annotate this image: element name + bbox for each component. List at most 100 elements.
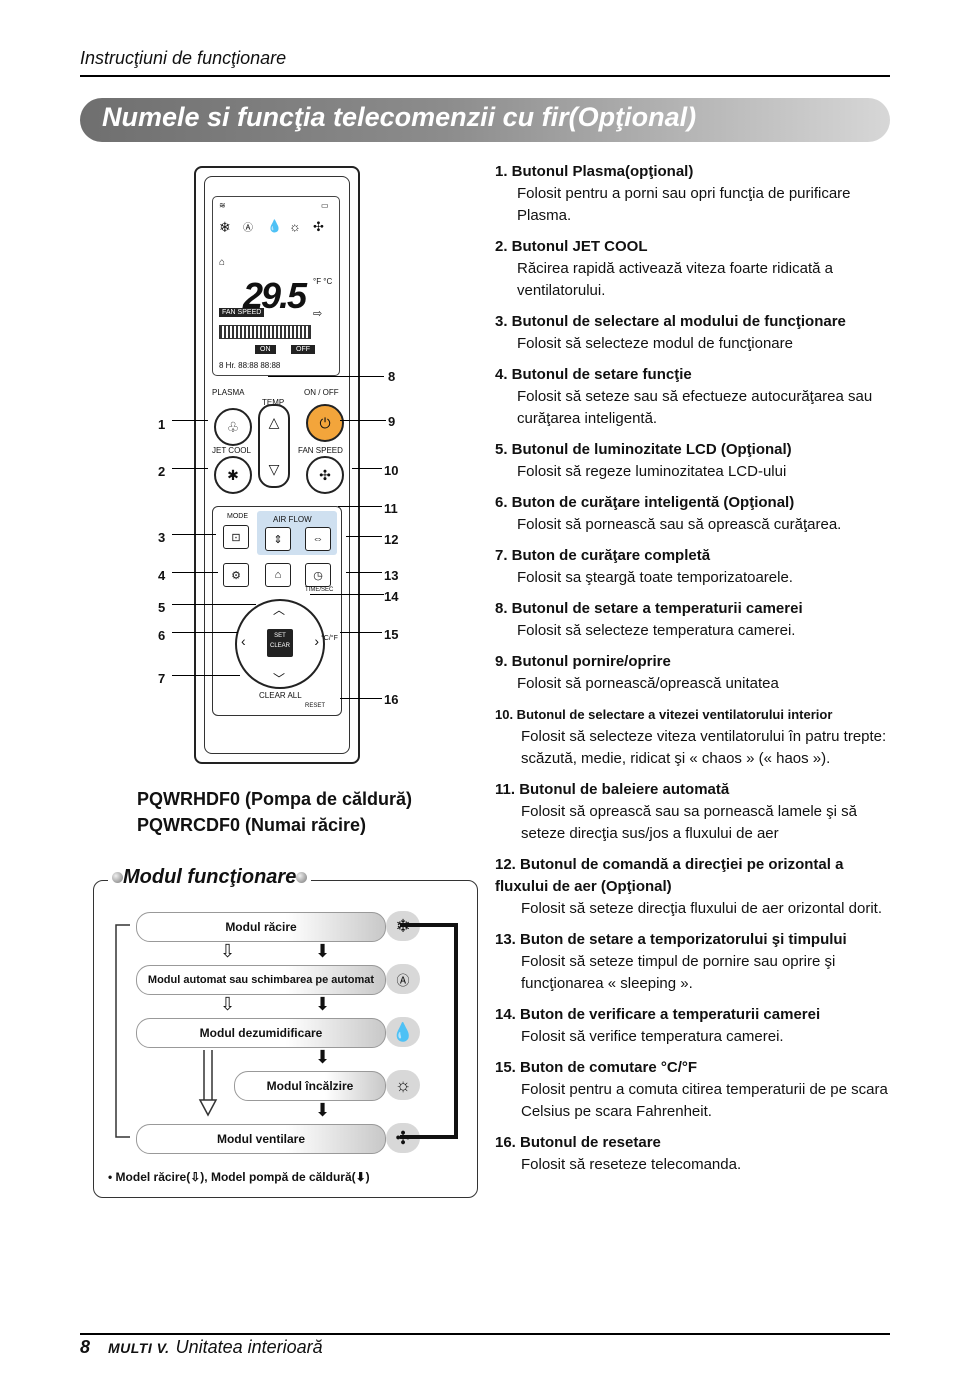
list-item-title: 2. Butonul JET COOL (495, 238, 648, 255)
callout-number: 3 (158, 530, 166, 545)
lcd-off: OFF (291, 345, 315, 354)
onoff-button[interactable]: ⏻ (306, 404, 344, 442)
list-item-desc: Răcirea rapidă activează viteza foarte r… (517, 260, 833, 299)
callout-leader-line (172, 420, 208, 421)
list-item-title: 11. Butonul de baleiere automată (495, 781, 730, 798)
callout-leader-line (346, 572, 382, 573)
list-item: 2. Butonul JET COOL Răcirea rapidă active… (495, 236, 895, 302)
right-icon: › (314, 633, 319, 649)
callout-number: 4 (158, 568, 166, 583)
model-heat-pump: PQWRHDF0 (Pompa de căldură) (137, 789, 413, 809)
list-item-title: 4. Butonul de setare funcţie (495, 366, 692, 383)
function-button[interactable]: ⚙ (223, 563, 249, 587)
running-header: Instrucţiuni de funcţionare (80, 48, 287, 68)
droplet-icon: 💧 (386, 1017, 420, 1047)
callout-leader-line (338, 506, 382, 507)
callout-leader-line (172, 675, 240, 676)
arrow-solid-icon: ⬇ (315, 1100, 331, 1120)
callout-leader-line (268, 376, 384, 377)
plasma-button[interactable]: ♧ (214, 408, 252, 446)
cf-label: °C/°F (321, 635, 338, 642)
clear-all-label: CLEAR ALL (259, 691, 302, 700)
list-item: 13. Buton de setare a temporizatorului ş… (495, 929, 895, 995)
list-item-desc: Folosit să reseteze telecomanda. (521, 1156, 742, 1173)
list-item-desc: Folosit să seteze direcţia fluxului de a… (521, 900, 883, 917)
list-item-title: 1. Butonul Plasma(opţional) (495, 163, 694, 180)
lcd-on: ON (255, 345, 276, 354)
reset-label: RESET (305, 703, 326, 709)
up-icon: ︿ (273, 603, 286, 617)
onoff-label: ON / OFF (304, 388, 339, 397)
fan-speed-label: FAN SPEED (298, 446, 343, 455)
signal-icon: ≋ (219, 201, 226, 210)
fan-mode-icon: ✣ (313, 219, 324, 234)
list-item-desc: Folosit să pornească/oprească unitatea (517, 675, 779, 692)
callout-leader-line (172, 572, 218, 573)
heat-mode-icon: ☼ (289, 219, 301, 234)
callout-number: 14 (384, 589, 399, 604)
dry-mode-icon: 💧 (267, 219, 282, 233)
list-item: 12. Butonul de comandă a direcţiei pe or… (495, 854, 895, 920)
list-item: 10. Butonul de selectare a vitezei venti… (495, 704, 895, 770)
list-item-title: 15. Buton de comutare °C/°F (495, 1059, 698, 1076)
lcd-fan-speed: FAN SPEED (219, 308, 265, 317)
callout-leader-line (340, 632, 382, 633)
temp-rocker[interactable]: △ ▽ (258, 404, 290, 488)
remote-control: ≋ ▭ ❄ Ⓐ 💧 ☼ ✣ ⌂ 29.5 °F °C FAN SPEED ⇨ O… (194, 166, 360, 764)
header-rule (80, 75, 890, 77)
cool-mode-icon: ❄ (219, 219, 231, 235)
list-item-title: 13. Buton de setare a temporizatorului ş… (495, 931, 847, 948)
temp-label: TEMP (262, 398, 285, 407)
callout-leader-line (172, 534, 216, 535)
mode-button[interactable]: ⊡ (223, 525, 249, 549)
list-item-desc: Folosit să selecteze viteza ventilatorul… (521, 728, 887, 767)
jet-cool-label: JET COOL (212, 446, 251, 455)
swing-button[interactable]: ⇕ (265, 527, 291, 551)
arrow-outline-icon: ⇩ (220, 994, 236, 1014)
list-item-title: 9. Butonul pornire/oprire (495, 653, 671, 670)
vertical-arrows-icon: ⇕ (273, 533, 283, 546)
fan-icon: ✣ (319, 466, 331, 483)
footer-rule (80, 1333, 890, 1335)
footer-text: Unitatea interioară (175, 1337, 323, 1357)
mode-icon: ⊡ (231, 531, 241, 544)
callout-number: 16 (384, 692, 399, 707)
list-item: 5. Butonul de luminozitate LCD (Opţional… (495, 439, 895, 483)
model-cool-only: PQWRCDF0 (Numai răcire) (137, 815, 367, 835)
list-item-desc: Folosit sa şteargă toate temporizatoarel… (517, 569, 793, 586)
horizontal-airflow-button[interactable]: ⇔ (305, 527, 331, 551)
model-names: PQWRHDF0 (Pompa de căldură) PQWRCDF0 (Nu… (137, 786, 412, 838)
list-item: 14. Buton de verificare a temperaturii c… (495, 1004, 895, 1048)
callout-number: 5 (158, 600, 166, 615)
lcd-unit: °F °C (313, 277, 333, 286)
mode-label: MODE (227, 513, 248, 520)
callout-number: 1 (158, 417, 166, 432)
callout-number: 13 (384, 568, 399, 583)
list-item-title: 14. Buton de verificare a temperaturii c… (495, 1006, 821, 1023)
timer-button[interactable]: ◷ (305, 563, 331, 587)
callout-number: 8 (388, 369, 396, 384)
mode-section-title-text: Modul funcţionare (123, 866, 297, 888)
list-item-desc: Folosit să oprească sau sa pornească lam… (521, 803, 858, 842)
lcd-display: ≋ ▭ ❄ Ⓐ 💧 ☼ ✣ ⌂ 29.5 °F °C FAN SPEED ⇨ O… (212, 196, 340, 376)
fan-speed-button[interactable]: ✣ (306, 456, 344, 494)
list-item-desc: Folosit să selecteze temperatura camerei… (517, 622, 796, 639)
plasma-icon: ♧ (226, 418, 240, 435)
room-temp-button[interactable]: ⌂ (265, 563, 291, 587)
callout-leader-line (172, 468, 208, 469)
sun-icon: ☼ (386, 1070, 420, 1100)
mode-auto: Modul automat sau schimbarea pe automat (136, 965, 386, 995)
auto-icon: Ⓐ (386, 964, 420, 994)
mode-cool: Modul răcire (136, 912, 386, 942)
list-item-title: 10. Butonul de selectare a vitezei venti… (495, 707, 833, 722)
title-banner: Numele si funcţia telecomenzii cu fir(Op… (80, 98, 890, 142)
callout-leader-line (340, 420, 386, 421)
timer-label: TIME/SEC (305, 587, 334, 593)
jet-cool-button[interactable]: ✱ (214, 456, 252, 494)
